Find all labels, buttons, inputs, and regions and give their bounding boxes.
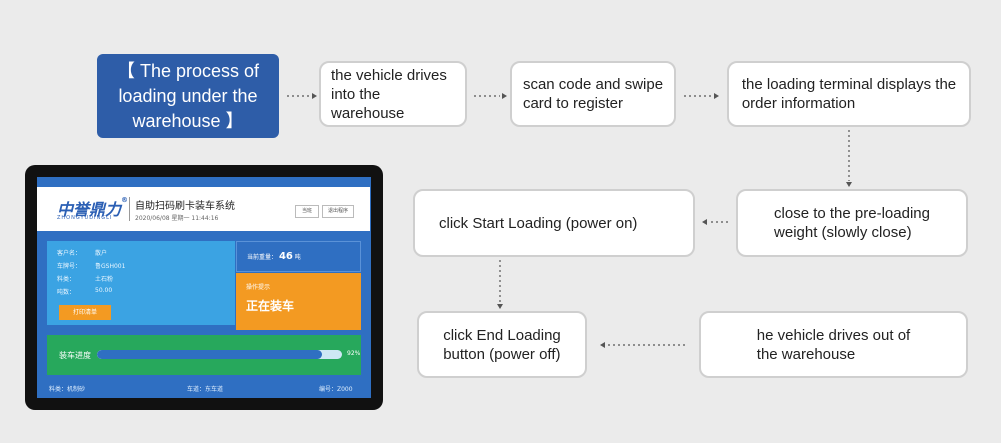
brand-logo-subtitle: ZHONGYUDINGLI <box>57 215 113 221</box>
step-line: button (power off) <box>443 345 561 363</box>
progress-fill <box>97 350 323 359</box>
footer-lane: 车道：东车道 <box>187 386 224 393</box>
field-value: 土石粉 <box>95 276 114 283</box>
registered-mark: ® <box>121 196 129 204</box>
step-line: the warehouse <box>756 345 856 363</box>
step-line: order information <box>741 95 856 112</box>
system-title: 自助扫码刷卡装车系统 <box>135 201 235 212</box>
header-divider <box>129 197 130 221</box>
step-line: he vehicle drives out of <box>756 326 911 344</box>
weight-unit: 吨 <box>294 254 301 261</box>
datetime: 2020/06/08 星期一 11:44:16 <box>135 215 219 222</box>
footer-material: 料类：机制砂 <box>49 386 86 393</box>
field-value: 散户 <box>95 250 108 257</box>
brand-logo: 中誉鼎力® <box>57 196 129 219</box>
print-list-button[interactable]: 打印清单 <box>59 305 111 320</box>
step-scan-register: scan code and swipe card to register <box>510 61 676 127</box>
step-line: weight (slowly close) <box>774 224 912 241</box>
weight-value: 46 <box>278 251 293 262</box>
weight-label: 当前重量： <box>247 254 278 261</box>
status-label: 操作提示 <box>246 284 271 291</box>
current-weight: 当前重量： 46 吨 <box>236 241 361 272</box>
order-info-panel: 客户名： 散户 车牌号： 鲁GSH001 料类： 土石粉 吨数： 50.00 打… <box>47 241 235 325</box>
step-line: the loading terminal displays the <box>741 76 957 93</box>
step-line: the vehicle drives <box>331 66 447 84</box>
progress-label: 装车进度 <box>59 351 91 360</box>
step-start-loading: click Start Loading (power on) <box>413 189 695 257</box>
field-label: 吨数： <box>57 289 76 296</box>
field-value: 鲁GSH001 <box>95 263 126 270</box>
tablet-device: 中誉鼎力® ZHONGYUDINGLI 自助扫码刷卡装车系统 2020/06/0… <box>25 165 383 410</box>
shift-button[interactable]: 当班 <box>295 205 319 218</box>
progress-track <box>97 350 342 359</box>
step-line: close to the pre-loading <box>774 205 930 222</box>
status-text: 正在装车 <box>246 299 295 313</box>
status-panel: 操作提示 正在装车 <box>236 273 361 330</box>
footer-number: 编号：Z000 <box>319 386 353 393</box>
field-label: 客户名： <box>57 250 82 257</box>
exit-button[interactable]: 退出程序 <box>322 205 354 218</box>
field-label: 车牌号： <box>57 263 82 270</box>
step-line: scan code and swipe <box>522 76 664 93</box>
progress-percent: 92% <box>347 350 361 357</box>
step-line: card to register <box>522 95 623 112</box>
terminal-header: 中誉鼎力® ZHONGYUDINGLI 自助扫码刷卡装车系统 2020/06/0… <box>37 187 370 231</box>
step-line: into the warehouse <box>331 85 405 122</box>
step-pre-loading-weight: close to the pre-loading weight (slowly c… <box>736 189 968 257</box>
field-value: 50.00 <box>95 287 113 294</box>
loading-terminal-screen: 中誉鼎力® ZHONGYUDINGLI 自助扫码刷卡装车系统 2020/06/0… <box>37 177 371 398</box>
loading-progress-panel: 装车进度 92% <box>47 335 361 375</box>
step-line: click Start Loading (power on) <box>439 214 638 232</box>
field-label: 料类： <box>57 276 76 283</box>
step-display-order: the loading terminal displays the order i… <box>727 61 971 127</box>
step-line: click End Loading <box>443 326 561 344</box>
process-title: 【 The process of loading under the wareh… <box>97 54 279 138</box>
